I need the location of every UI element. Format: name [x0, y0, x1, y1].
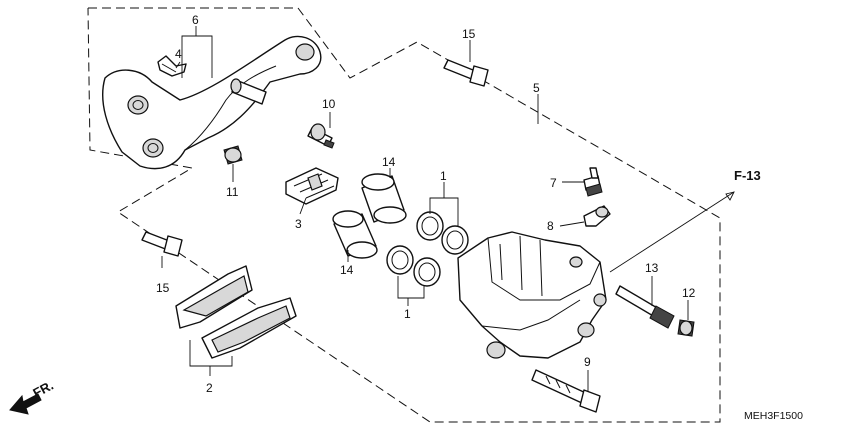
- caliper-bracket: [102, 35, 322, 170]
- callout-labels: 6 4 15 5 10 11 14 1 3 14 1 15 2 7 8 9 13…: [156, 13, 761, 395]
- piston-seals-upper: [416, 211, 469, 255]
- caliper-bolt: [531, 369, 601, 413]
- callout-12: 12: [682, 286, 696, 300]
- pad-spring: [285, 167, 339, 205]
- diagram-code: MEH3F1500: [744, 410, 803, 422]
- callout-6: 6: [192, 13, 199, 27]
- piston-lower: [332, 210, 378, 259]
- callout-3: 3: [295, 217, 302, 231]
- callout-15-bottom: 15: [156, 281, 170, 295]
- callout-2: 2: [206, 381, 213, 395]
- rubber-boot: [223, 145, 243, 165]
- callout-1-top: 1: [440, 169, 447, 183]
- pin-bolt: [307, 123, 335, 149]
- callout-14-top: 14: [382, 155, 396, 169]
- callout-15-top: 15: [462, 27, 476, 41]
- callout-5: 5: [533, 81, 540, 95]
- callout-9: 9: [584, 355, 591, 369]
- front-direction-arrow: FR.: [9, 378, 56, 415]
- flange-bolt-upper: [443, 59, 489, 87]
- callout-10: 10: [322, 97, 336, 111]
- brake-pads: [175, 265, 297, 359]
- piston-seals-lower: [386, 245, 441, 287]
- flange-bolt-lower: [141, 231, 183, 257]
- callout-8: 8: [547, 219, 554, 233]
- callout-14-bottom: 14: [340, 263, 354, 277]
- pin-plug: [677, 319, 695, 337]
- pad-pin: [615, 285, 675, 329]
- callout-11: 11: [226, 185, 239, 199]
- reference-f13: F-13: [734, 168, 761, 183]
- bleeder-cap: [583, 205, 611, 227]
- pad-retainer-clip: [157, 55, 187, 77]
- piston-upper: [361, 173, 407, 224]
- callout-7: 7: [550, 176, 557, 190]
- callout-1-bottom: 1: [404, 307, 411, 321]
- callout-13: 13: [645, 261, 659, 275]
- leader-lines: [161, 26, 735, 392]
- caliper-body: [457, 231, 607, 359]
- bleeder-valve: [583, 167, 603, 197]
- callout-4: 4: [175, 47, 182, 61]
